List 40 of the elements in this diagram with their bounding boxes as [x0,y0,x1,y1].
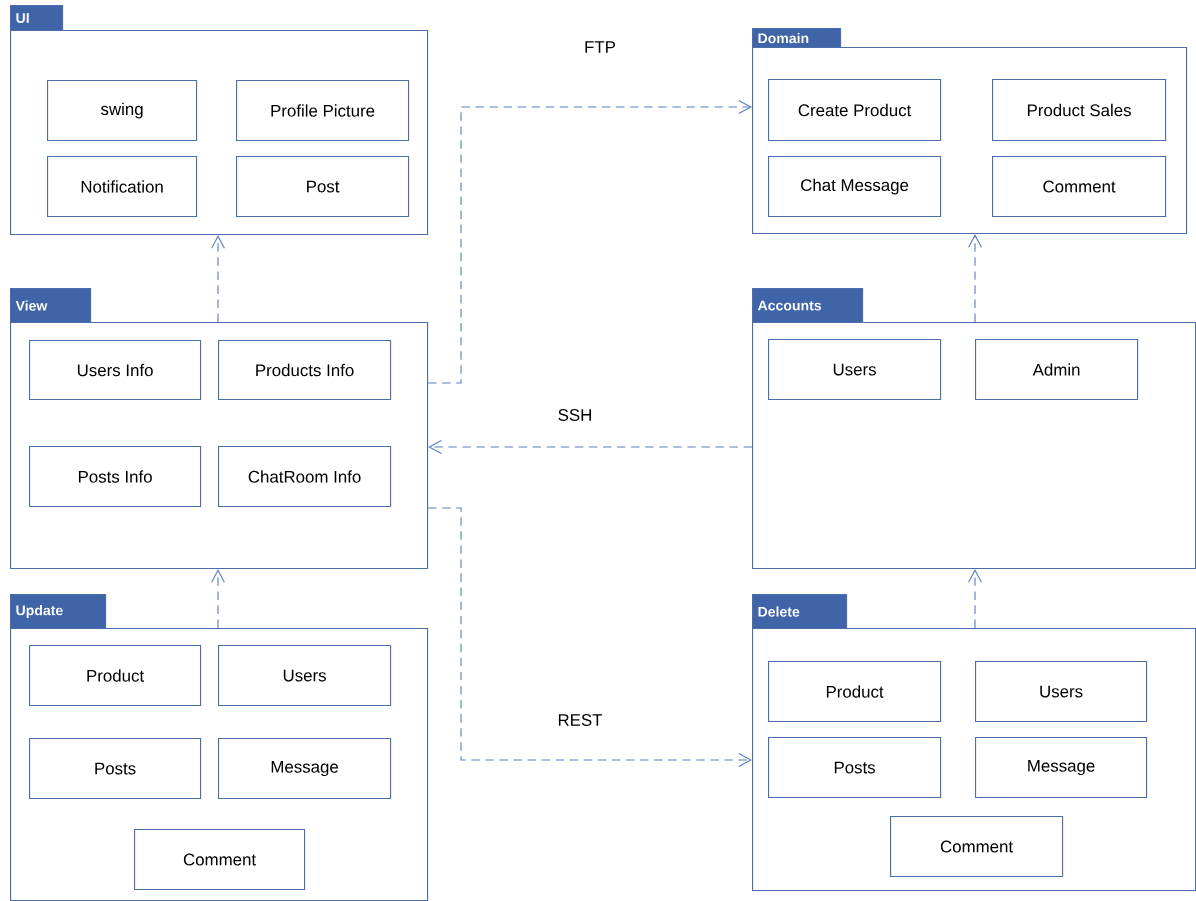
class-box: Product Sales [992,79,1167,142]
class-box: Profile Picture [236,80,410,142]
dependency-arrow [211,569,225,629]
edge-label: SSH [554,406,596,424]
class-box: Admin [975,339,1139,401]
node-label: Delete [758,606,800,617]
class-box: Message [975,737,1148,799]
class-box: Product [768,661,942,723]
class-box: Posts [29,738,202,800]
class-box: Posts [768,737,942,799]
class-box: Notification [47,156,198,218]
class-box: ChatRoom Info [218,446,392,508]
class-box: Comment [134,829,306,891]
class-box: Post [236,156,410,218]
class-box: Posts Info [29,446,202,508]
node-label: UI [16,13,29,23]
edge-label: REST [554,711,606,729]
class-box: Products Info [218,340,392,401]
class-box: Users [218,645,392,707]
class-box: Comment [992,156,1167,218]
node-label: Domain [758,32,809,44]
class-box: Create Product [768,79,942,142]
node-label: Accounts [757,300,822,311]
class-box: Chat Message [768,156,942,218]
class-box: Product [29,645,202,707]
dependency-arrow [968,234,982,323]
class-box: Comment [890,816,1064,878]
dependency-arrow [427,100,752,384]
dependency-arrow [428,440,753,454]
class-box: Users [768,339,942,401]
node-label: Update [16,605,63,619]
node-label: View [15,300,48,311]
edge-label: FTP [581,38,619,56]
dependency-arrow [427,507,752,767]
class-box: Users [975,661,1148,723]
class-box: swing [47,80,198,142]
dependency-arrow [211,235,225,323]
class-box: Users Info [29,340,202,401]
dependency-arrow [968,569,982,629]
class-box: Message [218,738,392,800]
